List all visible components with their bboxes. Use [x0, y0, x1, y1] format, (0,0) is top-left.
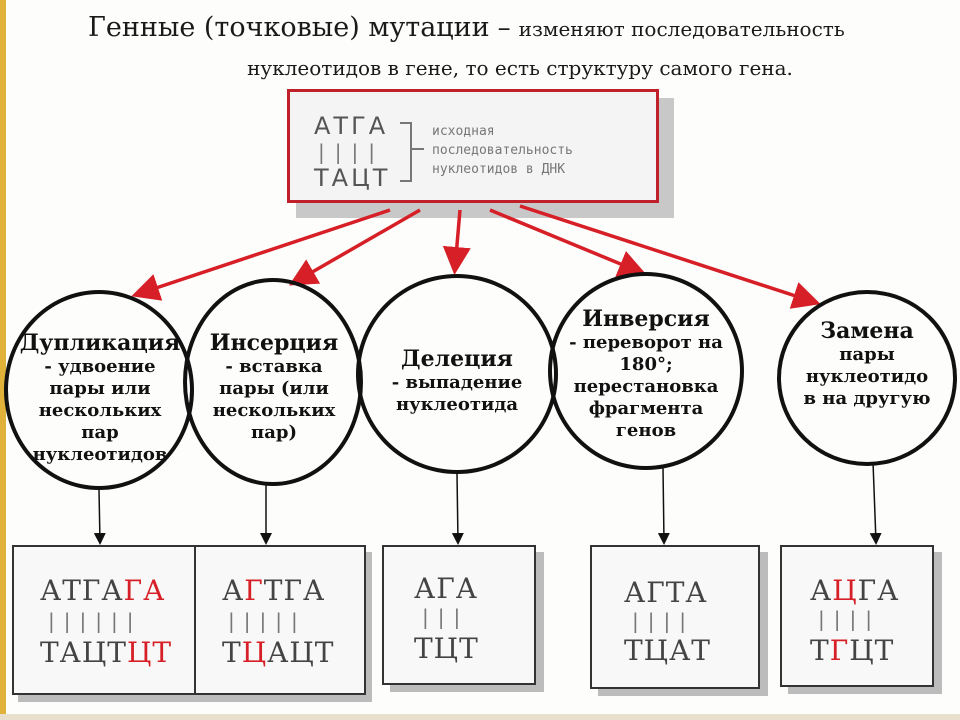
result-bottom-strand: ТЦАЦТ	[222, 639, 334, 667]
mutation-name: Замена	[820, 318, 914, 344]
mutation-desc-line: пары (или	[219, 378, 329, 399]
result-box-deletion: АГА ||| ТЦТ	[382, 545, 536, 685]
mutation-desc-line: пары или	[49, 378, 151, 399]
mutation-name: Дупликация	[19, 330, 181, 356]
nucleotide-segment: АГТА	[624, 576, 708, 609]
nucleotide-segment: ЦТ	[849, 634, 895, 667]
source-caption-line: исходная	[432, 124, 495, 139]
source-caption-line: последовательность	[432, 143, 573, 158]
mutation-desc-line: фрагмента	[588, 398, 704, 419]
source-caption-line: нуклеотидов в ДНК	[432, 162, 566, 177]
mutated-nucleotide: Г	[829, 634, 850, 667]
result-bonds: ||||	[632, 609, 695, 633]
mutation-desc-line: - удвоение	[44, 356, 156, 377]
source-bonds: ||||	[318, 140, 385, 164]
title-line-2: нуклеотидов в гене, то есть структуру са…	[247, 56, 793, 80]
nucleotide-segment: ТЦАТ	[624, 634, 711, 667]
nucleotide-segment: Т	[222, 636, 242, 669]
title-line-1: Генные (точковые) мутации–изменяют после…	[88, 12, 948, 43]
mutated-nucleotide: Ц	[241, 636, 268, 669]
result-bonds: ||||	[818, 607, 881, 631]
source-brace-tick	[410, 148, 424, 150]
arrow-to-duplication	[131, 208, 391, 301]
mutation-desc-line: пар	[81, 422, 119, 443]
label-deletion: Делеция - выпадение нуклеотида	[362, 346, 552, 416]
source-top-strand: АТГА	[314, 112, 389, 140]
mutation-desc-line: - переворот на	[569, 332, 723, 353]
nucleotide-segment: Т	[810, 634, 830, 667]
mutation-desc-line: нескольких	[38, 400, 162, 421]
circle-substitution	[777, 290, 957, 466]
mutation-desc-line: нуклеотидо	[805, 366, 929, 387]
result-bottom-strand: ТГЦТ	[810, 637, 894, 665]
mutation-desc-line: пары	[839, 344, 895, 365]
label-insertion: Инсерция - вставка пары (или нескольких …	[192, 330, 356, 444]
source-caption: исходная последовательность нуклеотидов …	[432, 122, 573, 179]
nucleotide-segment: АТГА	[40, 574, 124, 607]
mutation-name: Инверсия	[582, 306, 710, 332]
arrow-to-insertion	[288, 208, 421, 286]
nucleotide-segment: ТГА	[263, 574, 326, 607]
mutation-desc-line: в на другую	[803, 388, 931, 409]
result-top-strand: АГТГА	[222, 577, 325, 605]
arrow-to-substitution	[519, 204, 821, 309]
result-top-strand: АГТА	[624, 579, 708, 607]
label-inversion: Инверсия - переворот на 180°; перестанов…	[552, 306, 740, 442]
down-arrow-deletion	[451, 473, 464, 545]
side-accent-bar	[0, 0, 6, 720]
nucleotide-segment: ТАЦТ	[40, 636, 127, 669]
mutated-nucleotide: ГА	[123, 574, 166, 607]
mutation-desc-line: 180°;	[619, 354, 673, 375]
nucleotide-segment: А	[222, 574, 245, 607]
nucleotide-segment: А	[810, 574, 833, 607]
nucleotide-segment: ГА	[857, 574, 900, 607]
result-bottom-strand: ТЦАТ	[624, 637, 711, 665]
mutation-desc-line: генов	[615, 420, 677, 441]
source-brace	[400, 122, 412, 182]
down-arrow-substitution	[869, 461, 882, 545]
result-bonds: |||	[422, 605, 470, 629]
title-dash: –	[497, 13, 511, 43]
source-dna: АТГА |||| ТАЦТ	[314, 112, 389, 190]
result-bonds: ||||||	[48, 609, 143, 633]
mutation-desc-line: - выпадение	[391, 372, 523, 393]
mutation-name: Делеция	[401, 346, 513, 372]
arrow-to-deletion	[442, 209, 471, 275]
down-arrow-duplication	[93, 489, 106, 545]
arrow-to-inversion	[489, 208, 647, 277]
mutated-nucleotide: Г	[244, 574, 264, 607]
result-box-insertion: АГТГА ||||| ТЦАЦТ	[194, 545, 366, 695]
mutation-desc-line: - вставка	[225, 356, 323, 377]
nucleotide-segment: ТЦТ	[414, 632, 479, 665]
result-box-inversion: АГТА |||| ТЦАТ	[590, 545, 760, 689]
mutated-nucleotide: Ц	[832, 574, 858, 607]
mutation-desc-line: нескольких	[212, 400, 336, 421]
result-top-strand: АЦГА	[810, 577, 899, 605]
result-box-substitution: АЦГА |||| ТГЦТ	[780, 545, 934, 687]
bottom-bar	[0, 714, 960, 720]
title-main: Генные (точковые) мутации	[88, 12, 490, 43]
label-duplication: Дупликация - удвоение пары или нескольки…	[8, 330, 192, 466]
mutation-desc-line: пар)	[251, 422, 297, 443]
label-substitution: Замена пары нуклеотидо в на другую	[782, 318, 952, 410]
result-top-strand: АТГАГА	[40, 577, 165, 605]
mutation-desc-line: нуклеотидов	[32, 444, 168, 465]
source-dna-box: АТГА |||| ТАЦТ исходная последовательнос…	[287, 89, 659, 203]
source-bottom-strand: ТАЦТ	[314, 164, 391, 192]
mutated-nucleotide: ЦТ	[126, 636, 173, 669]
result-bonds: |||||	[228, 609, 307, 633]
nucleotide-segment: АГА	[414, 572, 478, 605]
nucleotide-segment: АЦТ	[267, 636, 335, 669]
mutation-desc-line: нуклеотида	[395, 394, 518, 415]
result-bottom-strand: ТАЦТЦТ	[40, 639, 172, 667]
result-bottom-strand: ТЦТ	[414, 635, 479, 663]
mutation-name: Инсерция	[209, 330, 339, 356]
result-box-duplication: АТГАГА |||||| ТАЦТЦТ	[12, 545, 196, 695]
result-top-strand: АГА	[414, 575, 478, 603]
circle-inversion	[548, 272, 744, 470]
mutation-desc-line: перестановка	[573, 376, 719, 397]
title-description: изменяют последовательность	[518, 17, 845, 41]
down-arrow-inversion	[657, 467, 670, 545]
